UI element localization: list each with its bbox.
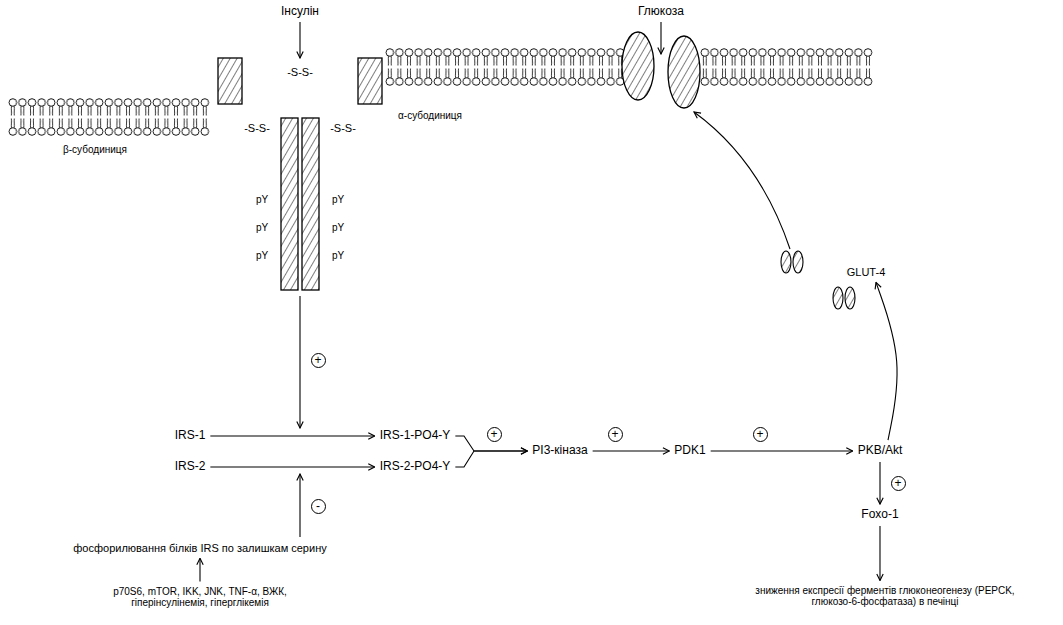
- glut4-vesicle: [833, 287, 843, 309]
- activation-sign: +: [891, 476, 906, 491]
- term-text: IRS-2: [175, 460, 206, 474]
- uptake-arrow: [660, 22, 661, 54]
- phosphotyrosine: pY: [332, 222, 344, 234]
- pathway-term: IRS-1-PO4-Y: [378, 428, 453, 444]
- subunit-label: α-субодиниця: [398, 110, 462, 122]
- term-text: IRS-2-PO4-Y: [380, 460, 451, 474]
- term-text: GLUT-4: [847, 266, 886, 279]
- glut4-vesicle: [793, 251, 803, 273]
- pathway-term: PDK1: [672, 443, 707, 459]
- glut-channel: [668, 36, 700, 108]
- signal-arrow: [711, 450, 853, 451]
- glut4-vesicle: [781, 251, 791, 273]
- beta-subunit: [302, 118, 319, 290]
- signal-arrow: [876, 282, 897, 440]
- subunit-label: β-субодиниця: [63, 144, 127, 156]
- pathway-term: IRS-2-PO4-Y: [378, 459, 453, 475]
- disulfide-bond: -S-S-: [330, 122, 356, 135]
- pathway-term: зниження експресії ферментів глюконеоген…: [751, 584, 1020, 609]
- phosphotyrosine: pY: [256, 250, 268, 262]
- hormone-label: Інсулін: [281, 5, 319, 19]
- term-text: PDK1: [674, 444, 705, 458]
- disulfide-bond: -S-S-: [244, 122, 270, 135]
- term-text: PI3-кіназа: [532, 444, 587, 458]
- pathway-term: PKB/Akt: [856, 443, 905, 459]
- inhibition-arrow: [299, 474, 300, 537]
- signal-arrow: [879, 526, 880, 581]
- activation-sign: +: [753, 427, 768, 442]
- cell-membrane: [8, 98, 210, 136]
- signal-arrow: [593, 450, 670, 451]
- term-text: Foxo-1: [861, 508, 898, 522]
- phosphotyrosine: pY: [332, 194, 344, 206]
- pathway-term: p70S6, mTOR, IKK, JNK, TNF-α, ВЖК, гіпер…: [78, 585, 322, 610]
- signal-arrow: [199, 558, 200, 581]
- alpha-subunit: [358, 58, 382, 104]
- pathway-term: IRS-2: [173, 459, 208, 475]
- phosphotyrosine: pY: [332, 250, 344, 262]
- phosphotyrosine: pY: [256, 222, 268, 234]
- pathway-term: GLUT-4: [845, 265, 888, 280]
- activation-sign: +: [311, 353, 326, 368]
- glut-channel: [622, 32, 654, 100]
- activation-arrow: [299, 296, 300, 428]
- signal-arrow: [455, 451, 527, 467]
- signal-arrow: [210, 466, 374, 467]
- term-text: фосфорилювання білків IRS по залишкам се…: [73, 542, 326, 555]
- term-text: зниження експресії ферментів глюконеоген…: [753, 585, 1018, 608]
- activation-sign: +: [487, 427, 502, 442]
- pathway-term: Foxo-1: [859, 507, 900, 523]
- term-text: PKB/Akt: [858, 444, 903, 458]
- term-text: IRS-1-PO4-Y: [380, 429, 451, 443]
- term-text: IRS-1: [175, 429, 206, 443]
- cell-membrane: [700, 48, 873, 86]
- activation-sign: +: [608, 427, 623, 442]
- glut4-vesicle: [845, 287, 855, 309]
- phosphotyrosine: pY: [256, 194, 268, 206]
- alpha-subunit: [218, 58, 242, 104]
- disulfide-bond: -S-S-: [287, 66, 313, 79]
- substrate-label: Глюкоза: [638, 5, 684, 19]
- pathway-term: фосфорилювання білків IRS по залишкам се…: [71, 541, 328, 556]
- beta-subunit: [281, 118, 298, 290]
- cell-membrane: [385, 48, 625, 86]
- binding-arrow: [299, 22, 300, 58]
- pathway-term: IRS-1: [173, 428, 208, 444]
- signal-arrow: [210, 435, 374, 436]
- term-text: p70S6, mTOR, IKK, JNK, TNF-α, ВЖК, гіпер…: [80, 586, 320, 609]
- inhibition-sign: -: [311, 499, 326, 514]
- signal-arrow: [879, 462, 880, 504]
- translocation-arrow: [694, 112, 790, 249]
- pathway-term: PI3-кіназа: [530, 443, 589, 459]
